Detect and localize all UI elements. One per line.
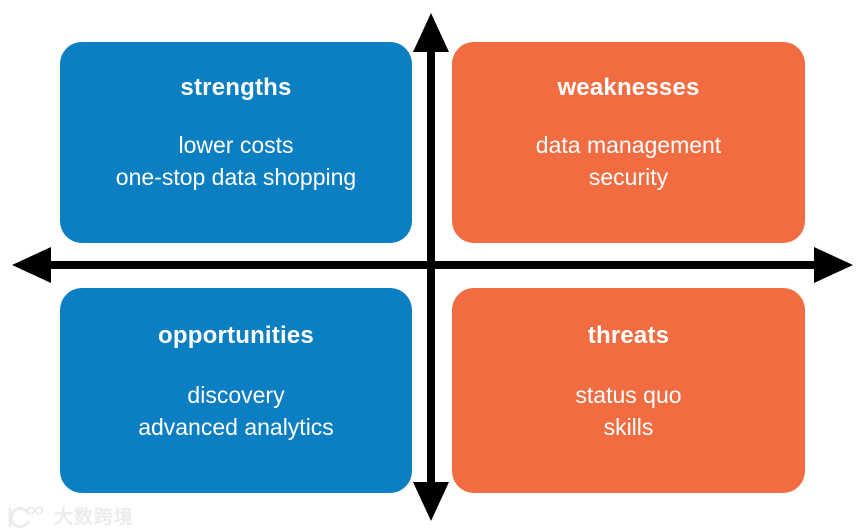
quadrant-strengths[interactable]: strengths lower costs one-stop data shop…: [60, 42, 412, 243]
quadrant-threats-title: threats: [587, 322, 670, 349]
list-item: status quo: [575, 382, 682, 408]
list-item: data management: [535, 132, 722, 158]
arrowhead-down-icon: [413, 482, 449, 521]
list-item: lower costs: [178, 132, 294, 158]
quadrant-threats[interactable]: threats status quo skills: [452, 288, 805, 493]
arrowhead-right-icon: [814, 247, 853, 283]
vertical-axis-line: [427, 30, 435, 500]
list-item: skills: [603, 414, 654, 440]
quadrant-strengths-items: lower costs one-stop data shopping: [116, 129, 356, 193]
list-item: one-stop data shopping: [115, 164, 357, 190]
quadrant-opportunities-title: opportunities: [158, 322, 314, 349]
quadrant-weaknesses[interactable]: weaknesses data management security: [452, 42, 805, 243]
quadrant-threats-items: status quo skills: [575, 379, 681, 443]
list-item: discovery: [187, 382, 285, 408]
horizontal-axis-line: [30, 261, 836, 269]
watermark: 大数跨境: [6, 506, 134, 528]
quadrant-weaknesses-title: weaknesses: [557, 74, 700, 101]
quadrant-weaknesses-items: data management security: [536, 129, 721, 193]
quadrant-opportunities[interactable]: opportunities discovery advanced analyti…: [60, 288, 412, 493]
quadrant-strengths-title: strengths: [180, 74, 292, 101]
quadrant-opportunities-items: discovery advanced analytics: [138, 379, 334, 443]
arrowhead-left-icon: [12, 247, 51, 283]
list-item: advanced analytics: [138, 414, 334, 440]
dashuokuajing-logo-icon: [8, 506, 44, 528]
watermark-text: 大数跨境: [54, 506, 135, 528]
arrowhead-up-icon: [413, 13, 449, 52]
list-item: security: [588, 164, 669, 190]
